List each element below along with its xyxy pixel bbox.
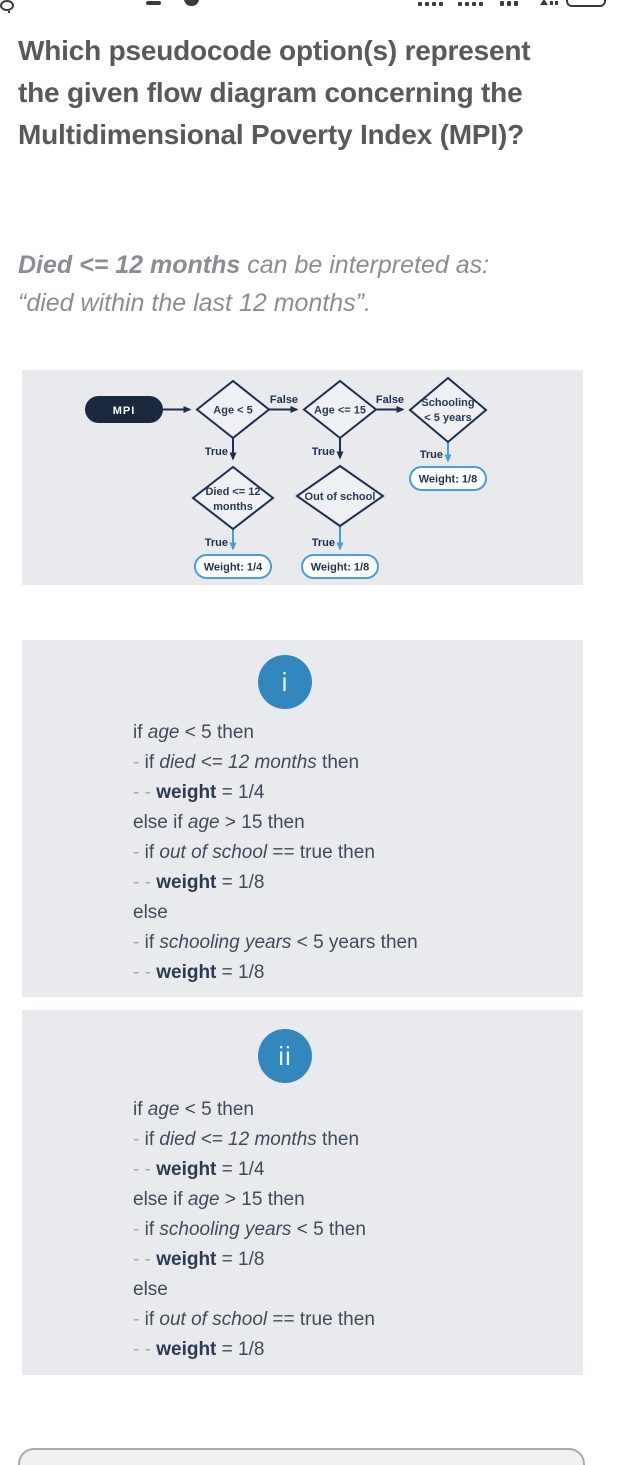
dots-left-icon [418,2,422,6]
weight-quarter-node [194,554,272,579]
died-label: Died <= 12 [205,486,260,498]
true-label: True [312,537,335,549]
code-line: if age < 5 then [133,1099,254,1120]
option-ii-badge: ii [258,1029,312,1083]
true-label: True [420,449,443,461]
code-line: - - weight = 1/8 [133,962,265,983]
pseudocode-block-ii: if age < 5 then - if died <= 12 months th… [133,1095,375,1365]
pseudocode-block-i: if age < 5 then - if died <= 12 months th… [133,718,418,988]
question-title: Which pseudocode option(s) represent the… [18,35,531,150]
code-line: - - weight = 1/8 [133,1339,265,1360]
answer-button-partial[interactable] [18,1448,585,1465]
bookmark-icon[interactable] [0,11,10,13]
true-label: True [312,446,335,458]
weight-quarter-label: Weight: 1/4 [204,562,263,574]
code-line: else if age > 15 then [133,812,305,833]
flow-diagram: MPI False False True True True True True… [85,376,488,579]
weight-eighth-mid-node [301,554,379,579]
refresh-icon[interactable] [0,0,14,11]
code-line: else [133,902,168,923]
mpi-start-node [85,396,163,423]
code-line: - - weight = 1/4 [133,782,265,803]
menu-icon[interactable] [146,1,161,5]
tab-icon[interactable] [184,0,199,6]
age5-label: Age < 5 [213,405,252,417]
note-rest: can be interpreted as: “died within the … [18,251,490,317]
schooling-diamond [408,376,488,444]
weight-eighth-right-node [409,466,487,491]
option-card-ii: ii if age < 5 then - if died <= 12 months… [22,1010,583,1375]
charge-icon [550,1,553,5]
schooling-label: Schooling [421,397,474,409]
status-bar [0,0,618,13]
option-i-badge: i [258,655,312,709]
dots-left-icon [425,2,429,6]
note-emphasis: Died <= 12 months [18,251,241,279]
code-line: else if age > 15 then [133,1189,305,1210]
dots-left-icon [432,2,436,6]
outofschool-label: Out of school [305,491,376,503]
code-line: - if schooling years < 5 years then [133,932,418,953]
battery-icon [566,0,606,7]
weight-eighth-mid-label: Weight: 1/8 [311,562,369,574]
age15-label: Age <= 15 [314,405,366,417]
charge-icon [555,1,558,5]
died-diamond [191,465,275,531]
died-label: months [213,501,253,513]
option-card-i: i if age < 5 then - if died <= 12 months … [22,640,583,997]
dots-right-icon [465,2,469,6]
age15-diamond [302,379,378,440]
weight-eighth-right-label: Weight: 1/8 [419,474,477,486]
true-label: True [205,537,228,549]
dots-left-icon [439,2,443,6]
dots-right-icon [472,2,476,6]
code-line: else [133,1279,168,1300]
false-label: False [270,394,298,406]
code-line: - if schooling years < 5 then [133,1219,366,1240]
age5-diamond [195,379,271,440]
code-line: - - weight = 1/8 [133,872,265,893]
code-line: - if out of school == true then [133,842,375,863]
dots-right-icon [458,2,462,6]
code-line: if age < 5 then [133,722,254,743]
code-line: - - weight = 1/8 [133,1249,265,1270]
question-note: Died <= 12 months can be interpreted as:… [18,246,523,322]
code-line: - if died <= 12 months then [133,752,360,773]
mpi-label: MPI [113,405,136,417]
true-label: True [205,446,228,458]
flow-diagram-panel: MPI False False True True True True True… [22,370,583,585]
wifi-icon [514,1,518,6]
code-line: - - weight = 1/4 [133,1159,265,1180]
code-line: - if died <= 12 months then [133,1129,360,1150]
wifi-icon [507,1,511,6]
false-label: False [376,394,404,406]
wifi-icon [500,1,504,6]
dots-right-icon [479,2,483,6]
signal-icon [540,0,548,5]
schooling-label: < 5 years [424,412,471,424]
outofschool-diamond [295,464,385,528]
code-line: - if out of school == true then [133,1309,375,1330]
